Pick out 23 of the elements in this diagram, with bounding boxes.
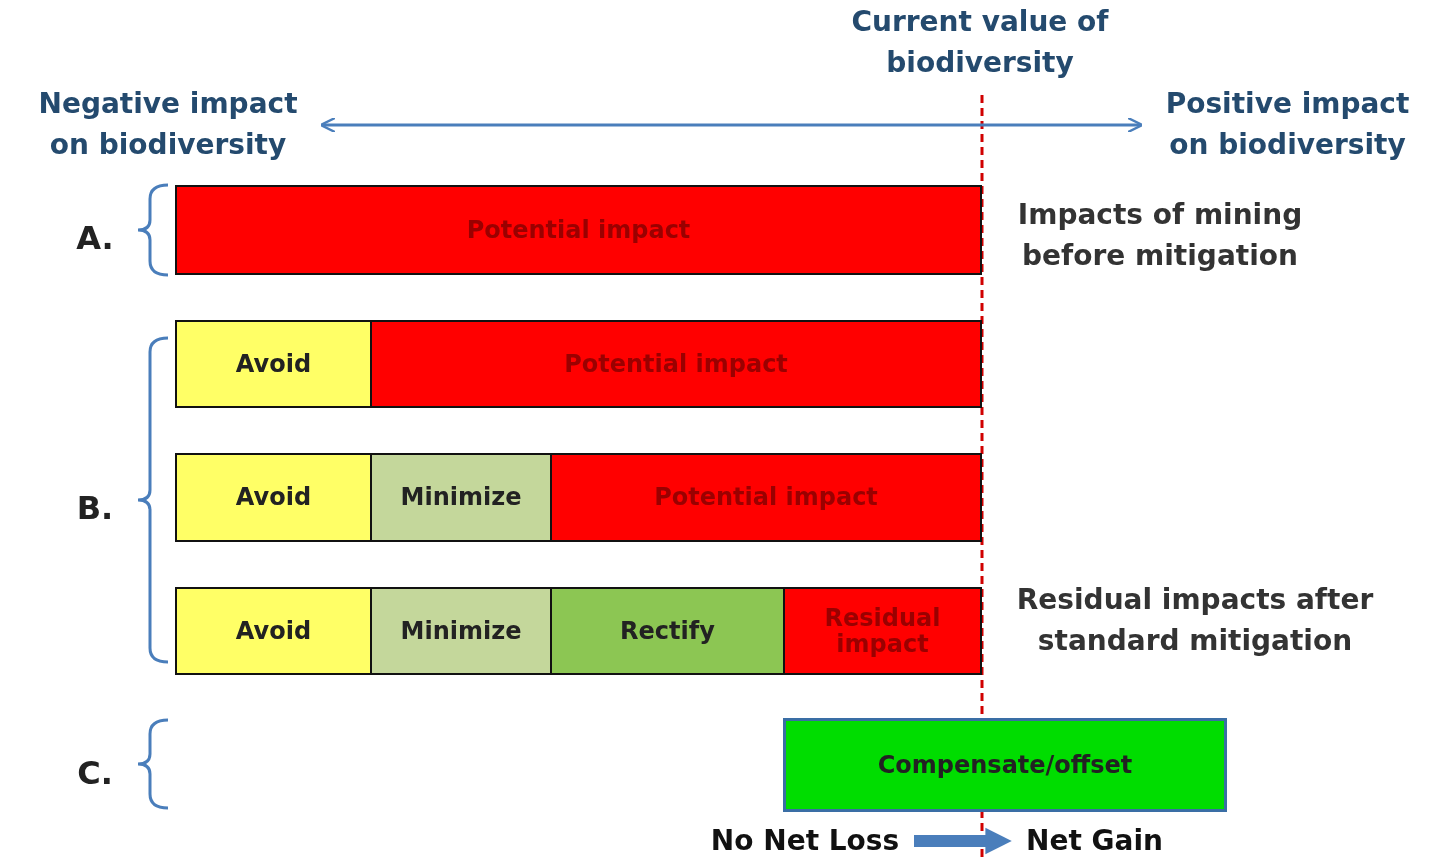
- reference-label: Current value of biodiversity: [850, 4, 1110, 81]
- bar-segment: Avoid: [175, 320, 372, 408]
- row-note: Residual impacts after standard mitigation: [1015, 582, 1375, 659]
- scale-end-label: Positive impact on biodiversity: [1145, 82, 1430, 168]
- outcome-label: Net Gain: [1012, 822, 1177, 860]
- row-note: Impacts of mining before mitigation: [1016, 197, 1304, 274]
- bar-segment: Potential impact: [550, 453, 982, 542]
- row-letter: B.: [75, 488, 115, 529]
- offset-box: Compensate/offset: [783, 718, 1227, 812]
- outcome-label: No Net Loss: [700, 822, 910, 860]
- bar-segment: Rectify: [550, 587, 785, 675]
- bar-segment: Avoid: [175, 587, 372, 675]
- scale-end-label: Negative impact on biodiversity: [18, 82, 318, 168]
- bar-segment: Potential impact: [175, 185, 982, 275]
- bar-segment: Minimize: [370, 587, 552, 675]
- arrow: [319, 116, 1144, 134]
- arrow: [914, 827, 1012, 855]
- bar-segment: Avoid: [175, 453, 372, 542]
- bar-segment: Residual impact: [783, 587, 982, 675]
- row-letter: C.: [76, 753, 114, 794]
- row-letter: A.: [75, 218, 115, 259]
- bar-segment: Potential impact: [370, 320, 982, 408]
- bar-segment: Minimize: [370, 453, 552, 542]
